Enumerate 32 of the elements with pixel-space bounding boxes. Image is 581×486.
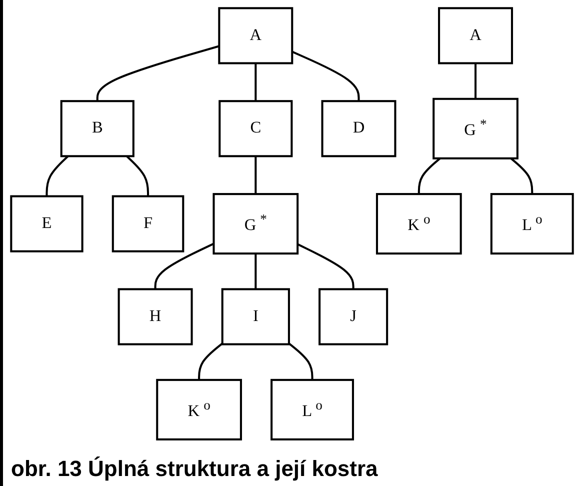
node-box: [432, 98, 518, 160]
connector: [46, 155, 69, 196]
node-box: [270, 378, 354, 440]
connector: [510, 158, 534, 194]
node-box: [438, 7, 514, 64]
node-box: [376, 193, 462, 255]
connector: [198, 342, 223, 380]
connector: [418, 158, 441, 194]
connector: [96, 45, 220, 102]
connector: [474, 63, 477, 99]
node-box: [218, 7, 294, 64]
node-box: [118, 288, 193, 346]
connector: [254, 254, 257, 290]
node-box: [112, 195, 184, 252]
connector: [297, 243, 354, 290]
tree-diagram: A B C D E F G $^{*}$ H I J K $^{o}$ L $^{o}$ A G $^{*}$ K $^{o}$ L $^{o}$: [3, 0, 581, 448]
connector: [126, 155, 150, 196]
node-box: [321, 100, 396, 158]
node-box: [60, 100, 134, 158]
node-box: [318, 288, 388, 346]
connector: [292, 50, 360, 102]
node-box: [218, 100, 293, 158]
node-box: [490, 193, 574, 255]
connector: [254, 156, 257, 194]
figure-caption: obr. 13 Úplná struktura a její kostra: [10, 455, 379, 483]
node-box: [10, 195, 84, 252]
node-box: [156, 378, 242, 440]
node-box: [212, 193, 299, 255]
connector: [154, 242, 214, 290]
connector: [254, 63, 257, 102]
connector: [288, 342, 314, 380]
node-box: [221, 288, 290, 346]
